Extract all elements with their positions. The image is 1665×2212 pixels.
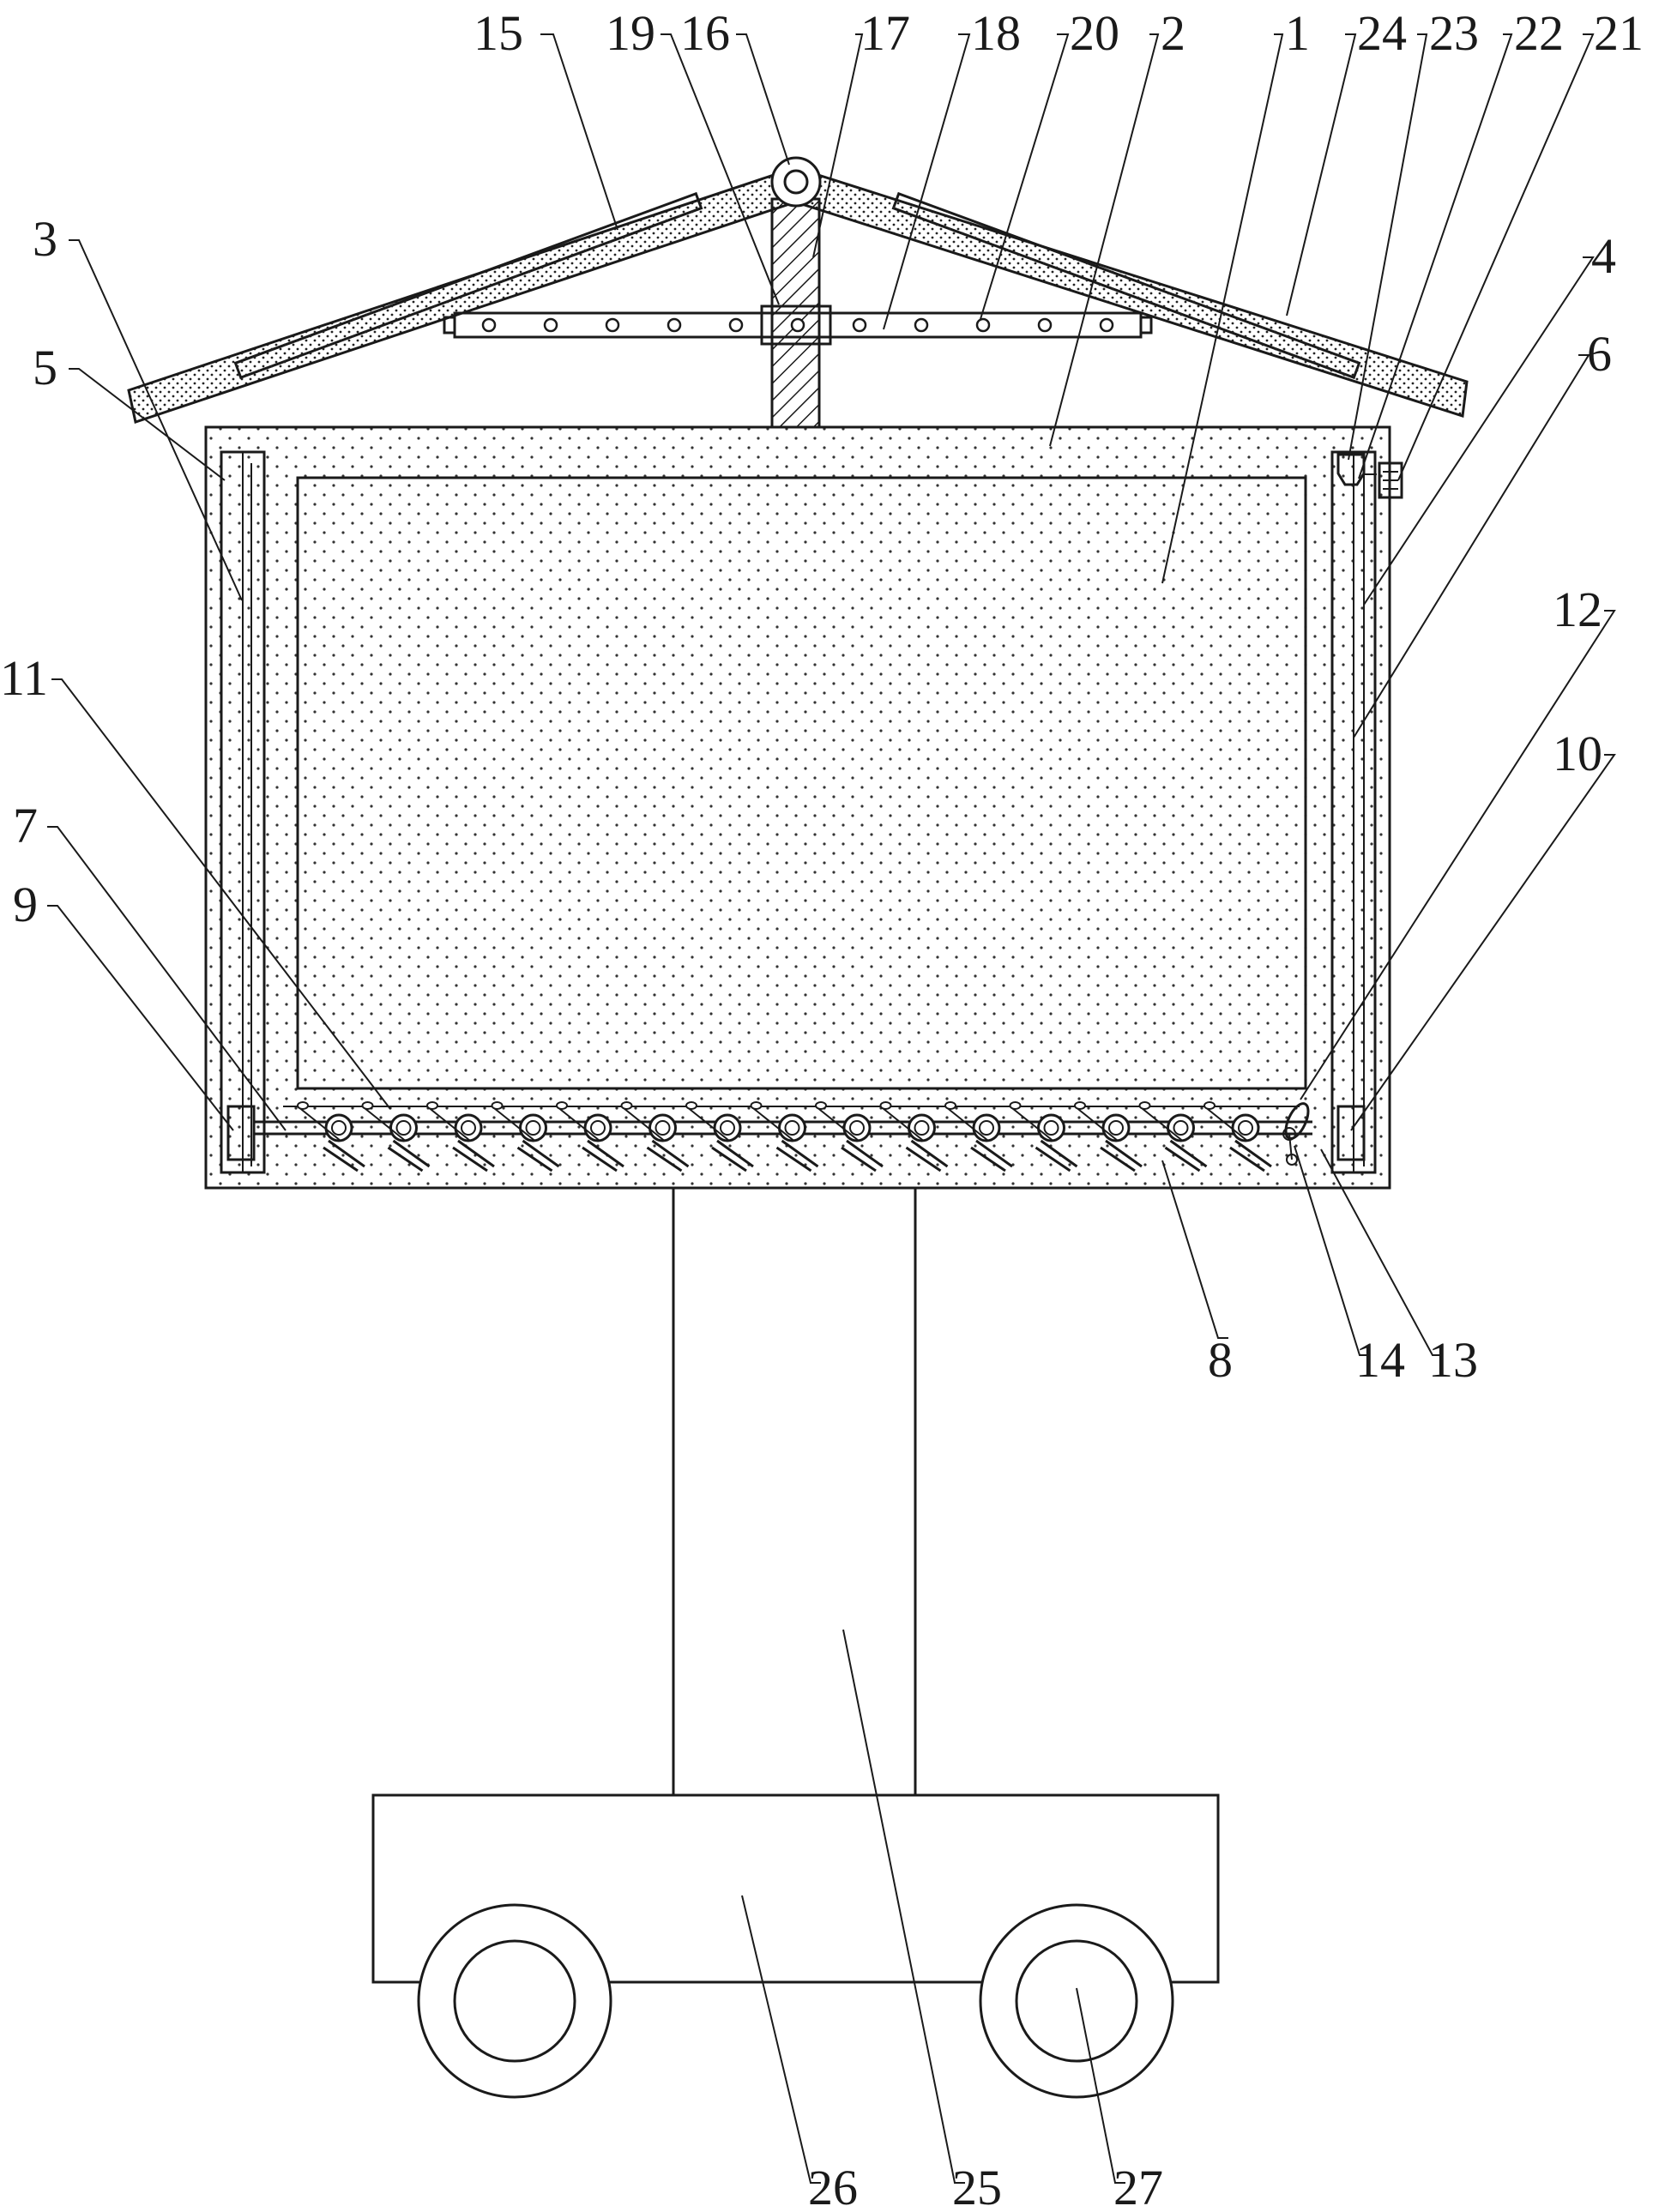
label-3: 3 [33, 211, 57, 267]
spray-nozzle [852, 317, 867, 333]
label-15: 15 [474, 5, 523, 61]
label-27: 27 [1113, 2160, 1163, 2212]
brush-roller [1074, 1101, 1143, 1172]
brush-roller [750, 1101, 819, 1172]
brush-roller [297, 1101, 365, 1172]
label-26: 26 [808, 2160, 858, 2212]
brush-roller [556, 1101, 624, 1172]
brush-roller [491, 1101, 560, 1172]
leader-lines [47, 33, 1616, 2184]
spray-nozzle [790, 317, 805, 333]
pipe-cap-left [443, 316, 456, 335]
spray-nozzle [1037, 317, 1053, 333]
label-2: 2 [1161, 5, 1185, 61]
label-13: 13 [1428, 1332, 1478, 1388]
label-4: 4 [1591, 228, 1616, 284]
brush-roller [815, 1101, 884, 1172]
pipe-cap-right [1139, 316, 1153, 335]
board-frame [204, 425, 1391, 1190]
label-20: 20 [1070, 5, 1119, 61]
brush-roller [620, 1101, 690, 1172]
label-9: 9 [13, 877, 38, 932]
spray-nozzle [1099, 317, 1114, 333]
wheel-left [417, 1903, 612, 2099]
spray-nozzle [914, 317, 929, 333]
roof-left [127, 167, 791, 424]
brush-roller [944, 1101, 1013, 1172]
label-1: 1 [1285, 5, 1310, 61]
nozzle-set [481, 317, 1114, 333]
brush-roller [361, 1101, 431, 1172]
spray-nozzle [667, 317, 682, 333]
label-24: 24 [1357, 5, 1407, 61]
label-17: 17 [860, 5, 910, 61]
pipe-collar [760, 304, 832, 346]
brush-roller [1204, 1101, 1272, 1172]
spray-nozzle [728, 317, 744, 333]
label-5: 5 [33, 340, 57, 395]
label-23: 23 [1429, 5, 1479, 61]
spray-nozzle [605, 317, 620, 333]
label-11: 11 [0, 650, 48, 706]
brush-roller [1009, 1101, 1078, 1172]
brush-roller [879, 1101, 949, 1172]
support-pole [672, 1186, 917, 1797]
brush-set [297, 1101, 1272, 1172]
spray-nozzle [543, 317, 558, 333]
roof-right [800, 167, 1469, 418]
roof-pivot [770, 156, 822, 208]
crank-mechanism [1282, 1102, 1310, 1166]
label-22: 22 [1514, 5, 1564, 61]
brush-roller [426, 1101, 495, 1172]
spray-nozzle [481, 317, 497, 333]
spray-nozzle [975, 317, 991, 333]
display-panel [296, 476, 1307, 1090]
motor-top-right [1336, 453, 1403, 499]
label-21: 21 [1594, 5, 1644, 61]
label-7: 7 [13, 798, 38, 853]
label-25: 25 [952, 2160, 1002, 2212]
label-16: 16 [680, 5, 730, 61]
label-18: 18 [971, 5, 1021, 61]
label-14: 14 [1355, 1332, 1405, 1388]
brush-roller [1138, 1101, 1208, 1172]
brush-roller [685, 1101, 754, 1172]
slider-right [1336, 1105, 1366, 1161]
label-8: 8 [1208, 1332, 1233, 1388]
right-rail [1330, 450, 1377, 1174]
wheel-right [979, 1903, 1174, 2099]
label-19: 19 [606, 5, 655, 61]
label-12: 12 [1553, 582, 1602, 637]
label-10: 10 [1553, 726, 1602, 781]
left-rail [220, 450, 266, 1174]
label-6: 6 [1587, 326, 1612, 382]
